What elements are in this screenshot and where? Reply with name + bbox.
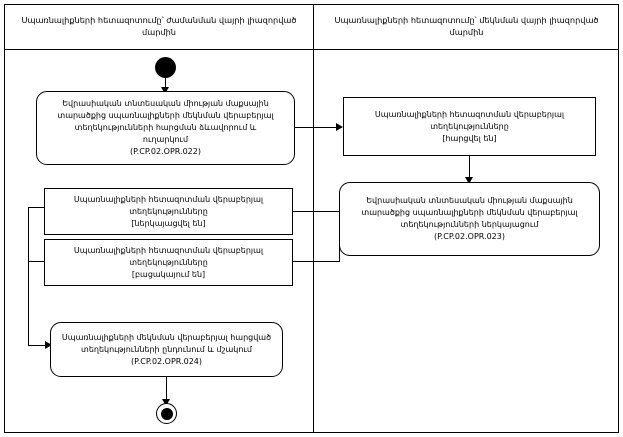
- activity-node-022-text: Եվրասիական տնտեսական միության մաքսային տ…: [57, 99, 274, 156]
- object-node-received[interactable]: Սպառնալիքների հետազոտման վերաբերյալ տեղե…: [44, 188, 293, 235]
- flow-022-to-requested: [295, 127, 338, 128]
- flow-objects-rail-vertical: [28, 207, 29, 345]
- flow-start-to-022: [165, 78, 166, 89]
- flow-023-branch-vertical: [339, 211, 340, 261]
- lane-title-left-text: Սպառնալիքների հետազոտումը՝ ժամանման վայր…: [21, 15, 297, 37]
- object-node-requested[interactable]: Սպառնալիքների հետազոտման վերաբերյալ տեղե…: [343, 97, 596, 156]
- lane-title-left: Սպառնալիքների հետազոտումը՝ ժամանման վայր…: [5, 5, 313, 49]
- lane-title-right: Սպառնալիքների հետազոտումը՝ մեկնման վայրի…: [314, 5, 619, 49]
- activity-node-022[interactable]: Եվրասիական տնտեսական միության մաքսային տ…: [36, 91, 295, 165]
- flow-requested-to-023: [469, 156, 470, 179]
- activity-node-023[interactable]: Եվրասիական տնտեսական միության մաքսային տ…: [339, 182, 600, 256]
- arrowhead-024-to-end: [162, 399, 170, 406]
- arrowhead-rail-to-024: [45, 341, 52, 349]
- arrowhead-start-to-022: [161, 87, 169, 94]
- object-node-received-text: Սպառնալիքների հետազոտման վերաբերյալ տեղե…: [73, 194, 264, 228]
- arrowhead-requested-to-023: [465, 177, 473, 184]
- arrowhead-022-to-requested: [336, 123, 343, 131]
- lane-title-right-text: Սպառնալիքների հետազոտումը՝ մեկնման վայրի…: [334, 15, 599, 37]
- lane-header-divider: [4, 49, 619, 50]
- flow-rejected-rail-join: [28, 261, 44, 262]
- object-node-rejected-text: Սպառնալիքների հետազոտման վերաբերյալ տեղե…: [73, 245, 264, 279]
- activity-node-024-text: Սպառնալիքների մեկնման վերաբերյալ հարցված…: [61, 332, 272, 366]
- flow-023-to-received: [293, 211, 339, 212]
- end-node-fill: [160, 407, 173, 420]
- diagram-frame: [4, 4, 619, 433]
- activity-node-024[interactable]: Սպառնալիքների մեկնման վերաբերյալ հարցված…: [50, 322, 283, 377]
- activity-node-023-text: Եվրասիական տնտեսական միության մաքսային տ…: [361, 196, 578, 241]
- flow-024-to-end: [166, 377, 167, 401]
- flow-rail-to-024: [28, 345, 50, 346]
- object-node-rejected[interactable]: Սպառնալիքների հետազոտման վերաբերյալ տեղե…: [44, 239, 293, 286]
- flow-received-rail-join: [28, 207, 44, 208]
- object-node-requested-text: Սպառնալիքների հետազոտման վերաբերյալ տեղե…: [374, 109, 565, 143]
- flow-023-to-rejected: [293, 261, 340, 262]
- end-node: [156, 403, 177, 424]
- swimlane-divider: [313, 4, 314, 433]
- start-node: [155, 57, 176, 78]
